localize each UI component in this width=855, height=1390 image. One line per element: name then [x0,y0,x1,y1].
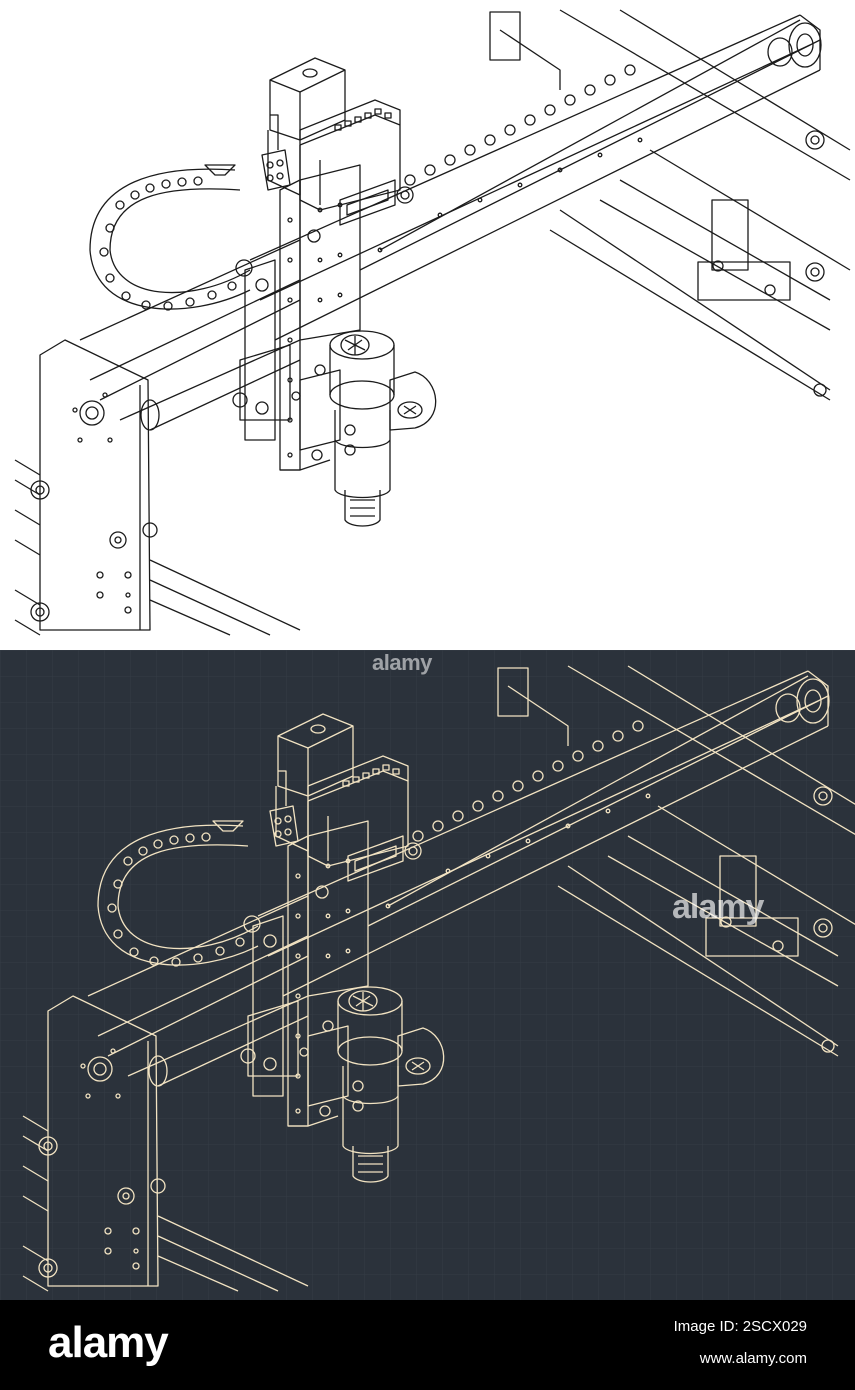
blueprint-panel: alamy alamy [0,650,855,1300]
watermark-top: alamy [372,650,432,675]
stock-footer: alamy Image ID: 2SCX029 www.alamy.com [0,1300,855,1390]
alamy-logo[interactable]: alamy [48,1318,169,1367]
site-url-link[interactable]: www.alamy.com [699,1350,807,1367]
light-line-art-panel [0,0,855,650]
gantry-blueprint-drawing [0,650,855,1300]
watermark-center: alamy [672,888,764,926]
gantry-line-drawing [0,0,855,650]
image-id-label: Image ID: 2SCX029 [673,1318,807,1335]
